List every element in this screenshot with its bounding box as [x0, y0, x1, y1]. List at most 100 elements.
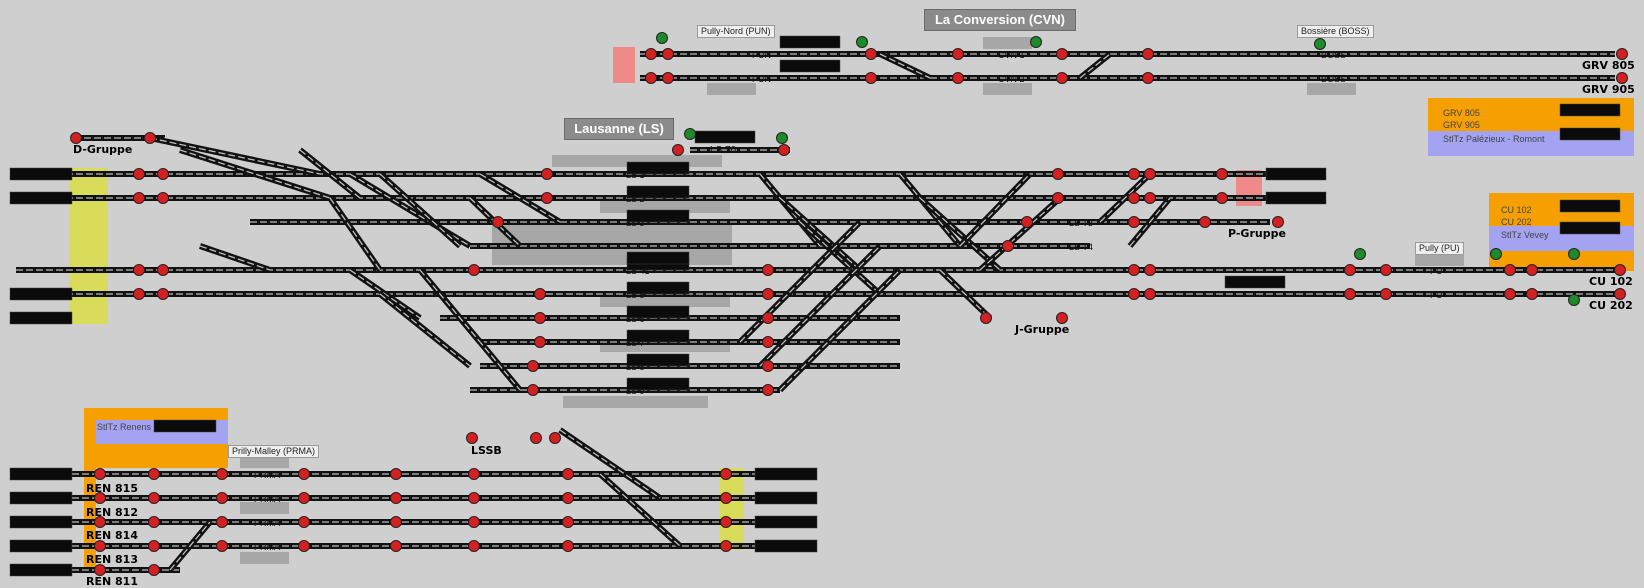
signal — [562, 492, 574, 504]
panel-grv-row1: GRV 805 — [1443, 108, 1480, 118]
signal — [157, 264, 169, 276]
track-center — [559, 429, 661, 499]
signal-lamp — [133, 168, 145, 180]
signal-lamp — [549, 432, 561, 444]
signal-lamp — [1142, 72, 1154, 84]
signal-lamp — [94, 540, 106, 552]
signal-lamp — [94, 468, 106, 480]
signal-lamp — [157, 192, 169, 204]
signal-lamp — [541, 168, 553, 180]
signal — [298, 492, 310, 504]
signal-lamp — [390, 516, 402, 528]
end-cu202[interactable]: CU 202 — [1589, 299, 1633, 312]
signal — [980, 312, 992, 324]
signal-lamp — [762, 360, 774, 372]
signal-lamp — [1568, 294, 1580, 306]
signal — [1128, 168, 1140, 180]
signal — [534, 336, 546, 348]
group-p[interactable]: P-Gruppe — [1228, 227, 1286, 240]
signal-lamp — [1199, 216, 1211, 228]
signal — [762, 336, 774, 348]
signal — [1504, 288, 1516, 300]
signal-lamp — [762, 384, 774, 396]
signal — [1052, 168, 1064, 180]
end-ren814[interactable]: REN 814 — [86, 529, 138, 542]
signal-lamp — [133, 192, 145, 204]
end-ren812[interactable]: REN 812 — [86, 506, 138, 519]
signal — [534, 288, 546, 300]
signal-lamp — [298, 468, 310, 480]
signal — [720, 516, 732, 528]
signal-lamp — [1128, 216, 1140, 228]
signal — [1128, 192, 1140, 204]
signal-lamp — [157, 168, 169, 180]
pun-pink-zone — [613, 47, 635, 83]
track-label-lst3: LS T3 — [1069, 218, 1093, 228]
signal-lamp — [527, 360, 539, 372]
track-center — [1099, 173, 1151, 223]
track-segment — [878, 51, 932, 81]
signal-lamp — [468, 516, 480, 528]
signal-lamp — [1380, 288, 1392, 300]
signal — [762, 384, 774, 396]
track-center — [379, 293, 471, 367]
track-label-pun2: PUN — [752, 74, 772, 84]
signal — [148, 516, 160, 528]
panel-cu-row3: StlTz Vevey — [1501, 230, 1549, 240]
track-center — [779, 269, 901, 391]
d-gruppe-yellow-zone — [70, 168, 108, 324]
group-d[interactable]: D-Gruppe — [73, 143, 133, 156]
end-cu102[interactable]: CU 102 — [1589, 275, 1633, 288]
end-grv905[interactable]: GRV 905 — [1582, 83, 1635, 96]
signal — [1568, 248, 1580, 260]
end-grv805[interactable]: GRV 805 — [1582, 59, 1635, 72]
signal-lamp — [530, 432, 542, 444]
track-label-prma1: PRMA — [254, 470, 281, 480]
end-ren811[interactable]: REN 811 — [86, 575, 138, 588]
signal-lamp — [1056, 72, 1068, 84]
block-display — [626, 353, 690, 367]
track-label-ls6: LS 6 — [626, 314, 645, 324]
signal — [1614, 288, 1626, 300]
signal-lamp — [865, 72, 877, 84]
group-j[interactable]: J-Gruppe — [1015, 323, 1070, 336]
track-label-prma2: PRMA — [254, 494, 281, 504]
block-display — [1265, 191, 1327, 205]
signal-lamp — [157, 288, 169, 300]
signal — [148, 540, 160, 552]
signal — [1490, 248, 1502, 260]
signal-lamp — [1052, 192, 1064, 204]
signal-lamp — [1614, 288, 1626, 300]
panel-ren-row1: StlTz Renens — [97, 422, 152, 432]
signal-lamp — [662, 48, 674, 60]
signal — [662, 72, 674, 84]
signal-lamp — [762, 264, 774, 276]
signal — [1344, 288, 1356, 300]
end-ren815[interactable]: REN 815 — [86, 482, 138, 495]
track-label-pu2: PU — [1430, 290, 1443, 300]
signal-lamp — [1354, 248, 1366, 260]
signal — [1056, 312, 1068, 324]
signal-lamp — [216, 468, 228, 480]
end-ren813[interactable]: REN 813 — [86, 553, 138, 566]
signal — [1568, 294, 1580, 306]
signal-lamp — [1030, 36, 1042, 48]
track-center — [149, 137, 321, 175]
track-label-pun1: PUN — [752, 50, 772, 60]
block-display — [754, 491, 818, 505]
signal — [562, 468, 574, 480]
signal — [952, 48, 964, 60]
track-label-ls3: LS 3 — [626, 218, 645, 228]
signal — [656, 32, 668, 44]
signal-lamp — [1128, 264, 1140, 276]
block-display — [626, 185, 690, 199]
station-la-conversion: La Conversion (CVN) — [924, 9, 1076, 31]
signal — [1030, 36, 1042, 48]
signal — [94, 564, 106, 576]
track-center — [739, 221, 861, 343]
signal-lamp — [1272, 216, 1284, 228]
lssb-yellow-zone — [720, 468, 744, 550]
signal-lamp — [94, 564, 106, 576]
track-center — [179, 149, 331, 199]
